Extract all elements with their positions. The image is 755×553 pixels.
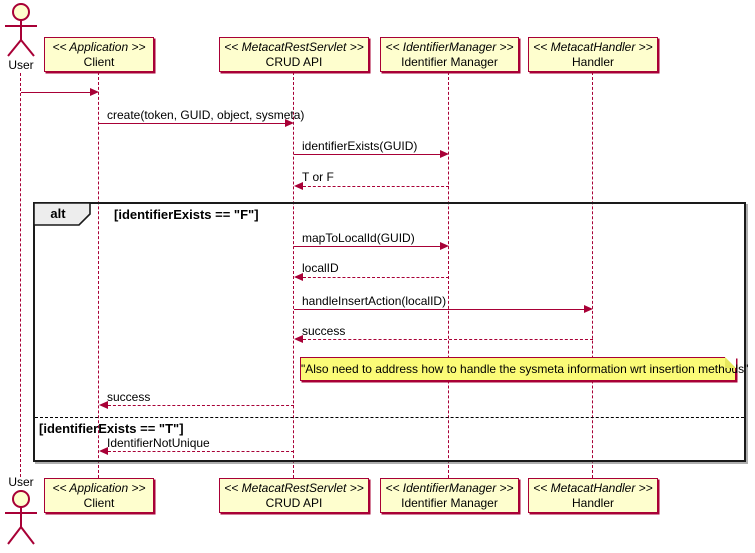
participant-handler-top: << MetacatHandler >> Handler	[528, 37, 658, 72]
message-success-from-handler-label: success	[302, 324, 346, 338]
participant-name: Client	[83, 55, 115, 69]
participant-identifier-manager-bottom: << IdentifierManager >> Identifier Manag…	[380, 478, 519, 513]
message-handle-insert-action-line	[294, 309, 584, 310]
arrowhead-left-icon	[294, 273, 303, 281]
alt-guard-true: [identifierExists == "F"]	[114, 207, 259, 222]
participant-client-top: << Application >> Client	[44, 37, 154, 72]
message-create-line	[99, 123, 286, 124]
participant-stereotype: << IdentifierManager >>	[385, 40, 514, 54]
lifeline-handler	[592, 72, 593, 478]
lifeline-user	[20, 73, 21, 477]
alt-operator-pentagon-icon	[33, 202, 91, 226]
participant-stereotype: << MetacatHandler >>	[533, 481, 653, 495]
arrowhead-left-icon	[99, 401, 108, 409]
lifeline-identifier-manager	[448, 72, 449, 478]
participant-name: Identifier Manager	[401, 496, 498, 510]
participant-name: Handler	[571, 55, 615, 69]
message-identifier-exists-label: identifierExists(GUID)	[302, 139, 418, 153]
participant-stereotype: << MetacatRestServlet >>	[224, 40, 364, 54]
message-success-to-client-line	[108, 405, 294, 406]
alt-section-divider	[35, 417, 744, 418]
actor-label-bottom: User	[8, 475, 34, 489]
arrowhead-left-icon	[294, 182, 303, 190]
participant-crud-api-bottom: << MetacatRestServlet >> CRUD API	[219, 478, 369, 513]
participant-handler-bottom: << MetacatHandler >> Handler	[528, 478, 658, 513]
message-user-to-client-line	[21, 92, 91, 93]
note-text: "Also need to address how to handle the …	[301, 362, 749, 376]
message-handle-insert-action-label: handleInsertAction(localID)	[302, 294, 447, 308]
participant-name: CRUD API	[265, 496, 323, 510]
message-success-to-client-label: success	[107, 390, 151, 404]
message-local-id-return-line	[303, 277, 449, 278]
message-create-label: create(token, GUID, object, sysmeta)	[107, 108, 305, 122]
arrowhead-right-icon	[584, 305, 593, 313]
actor-user-bottom: User	[2, 476, 40, 546]
alt-operator-label: alt	[50, 206, 66, 221]
message-identifier-not-unique-label: IdentifierNotUnique	[107, 436, 210, 450]
message-local-id-label: localID	[302, 261, 339, 275]
arrowhead-right-icon	[285, 119, 294, 127]
user-actor-icon	[5, 490, 37, 545]
message-identifier-exists-line	[294, 154, 440, 155]
participant-name: Identifier Manager	[401, 55, 498, 69]
arrowhead-right-icon	[440, 150, 449, 158]
message-identifier-not-unique-line	[108, 451, 294, 452]
message-map-to-local-id-label: mapToLocalId(GUID)	[302, 231, 415, 245]
participant-stereotype: << IdentifierManager >>	[385, 481, 514, 495]
message-t-or-f-return-line	[303, 186, 449, 187]
participant-name: CRUD API	[265, 55, 323, 69]
alt-frame: alt [identifierExists == "F"] [identifie…	[33, 202, 746, 462]
participant-stereotype: << MetacatRestServlet >>	[224, 481, 364, 495]
message-map-to-local-id-line	[294, 246, 440, 247]
actor-user-top: User	[2, 2, 40, 71]
participant-identifier-manager-top: << IdentifierManager >> Identifier Manag…	[380, 37, 519, 72]
participant-client-bottom: << Application >> Client	[44, 478, 154, 513]
participant-stereotype: << Application >>	[52, 40, 146, 54]
message-t-or-f-label: T or F	[302, 170, 334, 184]
participant-name: Client	[83, 496, 115, 510]
user-actor-icon	[5, 3, 37, 57]
arrowhead-right-icon	[440, 242, 449, 250]
participant-stereotype: << MetacatHandler >>	[533, 40, 653, 54]
participant-crud-api-top: << MetacatRestServlet >> CRUD API	[219, 37, 369, 72]
participant-name: Handler	[571, 496, 615, 510]
note: "Also need to address how to handle the …	[300, 357, 748, 381]
arrowhead-left-icon	[99, 447, 108, 455]
arrowhead-right-icon	[90, 88, 99, 96]
arrowhead-left-icon	[294, 335, 303, 343]
message-success-from-handler-line	[303, 339, 593, 340]
alt-guard-false: [identifierExists == "T"]	[39, 421, 184, 436]
lifeline-client	[98, 72, 99, 478]
participant-stereotype: << Application >>	[52, 481, 146, 495]
actor-label-top: User	[8, 58, 34, 72]
lifeline-crud-api	[293, 72, 294, 478]
